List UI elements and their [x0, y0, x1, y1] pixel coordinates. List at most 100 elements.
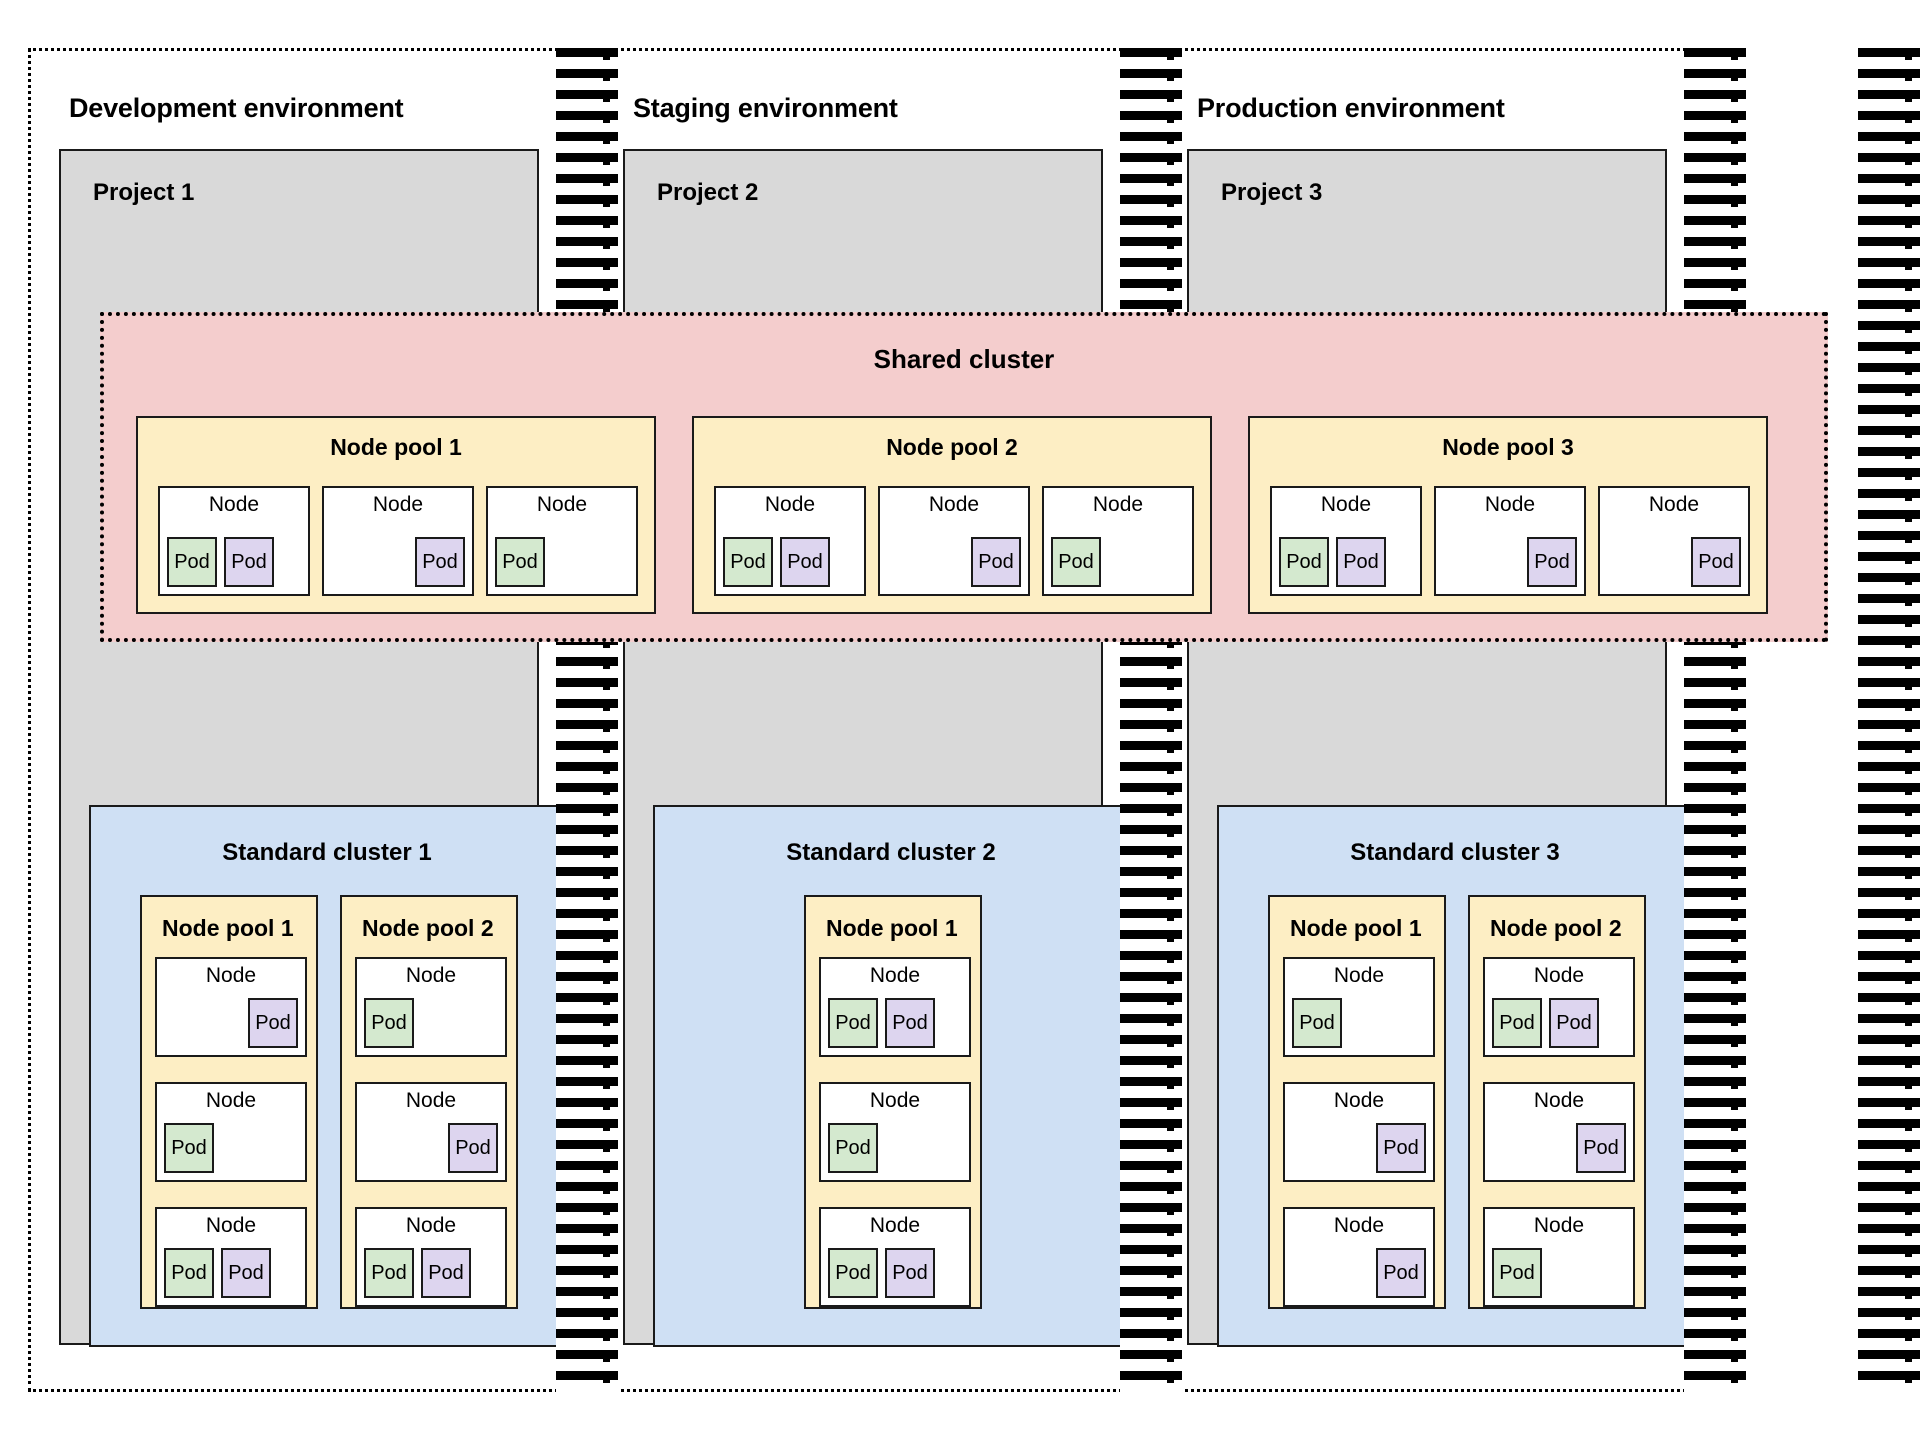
node-label: Node — [1333, 1214, 1385, 1237]
node-label: Node — [1484, 493, 1536, 516]
node-label: Node — [1320, 493, 1372, 516]
hatch-spine — [1731, 48, 1738, 1392]
pod-box: Pod — [1336, 537, 1386, 587]
project-title: Project 1 — [93, 179, 195, 206]
pod-box: Pod — [828, 1248, 878, 1298]
hatched-divider-1 — [556, 48, 618, 1392]
node-label: Node — [405, 964, 457, 987]
hatched-divider-4 — [1858, 48, 1920, 1392]
pod-box: Pod — [1576, 1123, 1626, 1173]
node-label: Node — [208, 493, 260, 516]
environment-title: Production environment — [1197, 93, 1505, 123]
pod-container: Pod — [164, 1123, 298, 1173]
node-label: Node — [869, 1214, 921, 1237]
pod-container: Pod — [1443, 537, 1577, 587]
node-label: Node — [205, 1089, 257, 1112]
node-label: Node — [1333, 964, 1385, 987]
standard-cluster-title: Standard cluster 2 — [786, 839, 996, 866]
pod-box: Pod — [828, 998, 878, 1048]
pod-container: Pod — [1051, 537, 1185, 587]
pod-container: Pod — [1492, 1123, 1626, 1173]
pod-container: Pod — [164, 998, 298, 1048]
pod-box: Pod — [167, 537, 217, 587]
pod-box: Pod — [495, 537, 545, 587]
hatch-spine — [1167, 48, 1174, 1392]
project-title: Project 3 — [1221, 179, 1323, 206]
pod-box: Pod — [1279, 537, 1329, 587]
node-pool-title: Node pool 1 — [826, 915, 958, 941]
standard-cluster-title: Standard cluster 3 — [1350, 839, 1560, 866]
pod-container: Pod — [364, 998, 498, 1048]
pod-container: Pod — [1607, 537, 1741, 587]
pod-container: Pod — [1292, 1248, 1426, 1298]
pod-box: Pod — [1492, 1248, 1542, 1298]
pod-box: Pod — [1549, 998, 1599, 1048]
pod-box: Pod — [1051, 537, 1101, 587]
node-pool-title: Node pool 1 — [1290, 915, 1422, 941]
node-label: Node — [869, 1089, 921, 1112]
node-pool-title: Node pool 1 — [330, 434, 462, 460]
pod-box: Pod — [1691, 537, 1741, 587]
pod-box: Pod — [364, 1248, 414, 1298]
node-label: Node — [1333, 1089, 1385, 1112]
environment-title: Development environment — [69, 93, 404, 123]
pod-box: Pod — [1527, 537, 1577, 587]
node-label: Node — [405, 1089, 457, 1112]
standard-cluster-title: Standard cluster 1 — [222, 839, 432, 866]
node-pool-title: Node pool 2 — [362, 915, 494, 941]
node-label: Node — [869, 964, 921, 987]
hatched-divider-3 — [1684, 48, 1746, 1392]
pod-container: Pod — [364, 1123, 498, 1173]
pod-box: Pod — [780, 537, 830, 587]
node-label: Node — [764, 493, 816, 516]
pod-box: Pod — [415, 537, 465, 587]
pod-container: Pod — [495, 537, 629, 587]
node-label: Node — [536, 493, 588, 516]
pod-box: Pod — [1292, 998, 1342, 1048]
pod-container: Pod — [1492, 1248, 1626, 1298]
node-label: Node — [1533, 964, 1585, 987]
pod-box: Pod — [421, 1248, 471, 1298]
shared-cluster-title: Shared cluster — [873, 344, 1055, 374]
node-label: Node — [1533, 1214, 1585, 1237]
pod-box: Pod — [1376, 1123, 1426, 1173]
